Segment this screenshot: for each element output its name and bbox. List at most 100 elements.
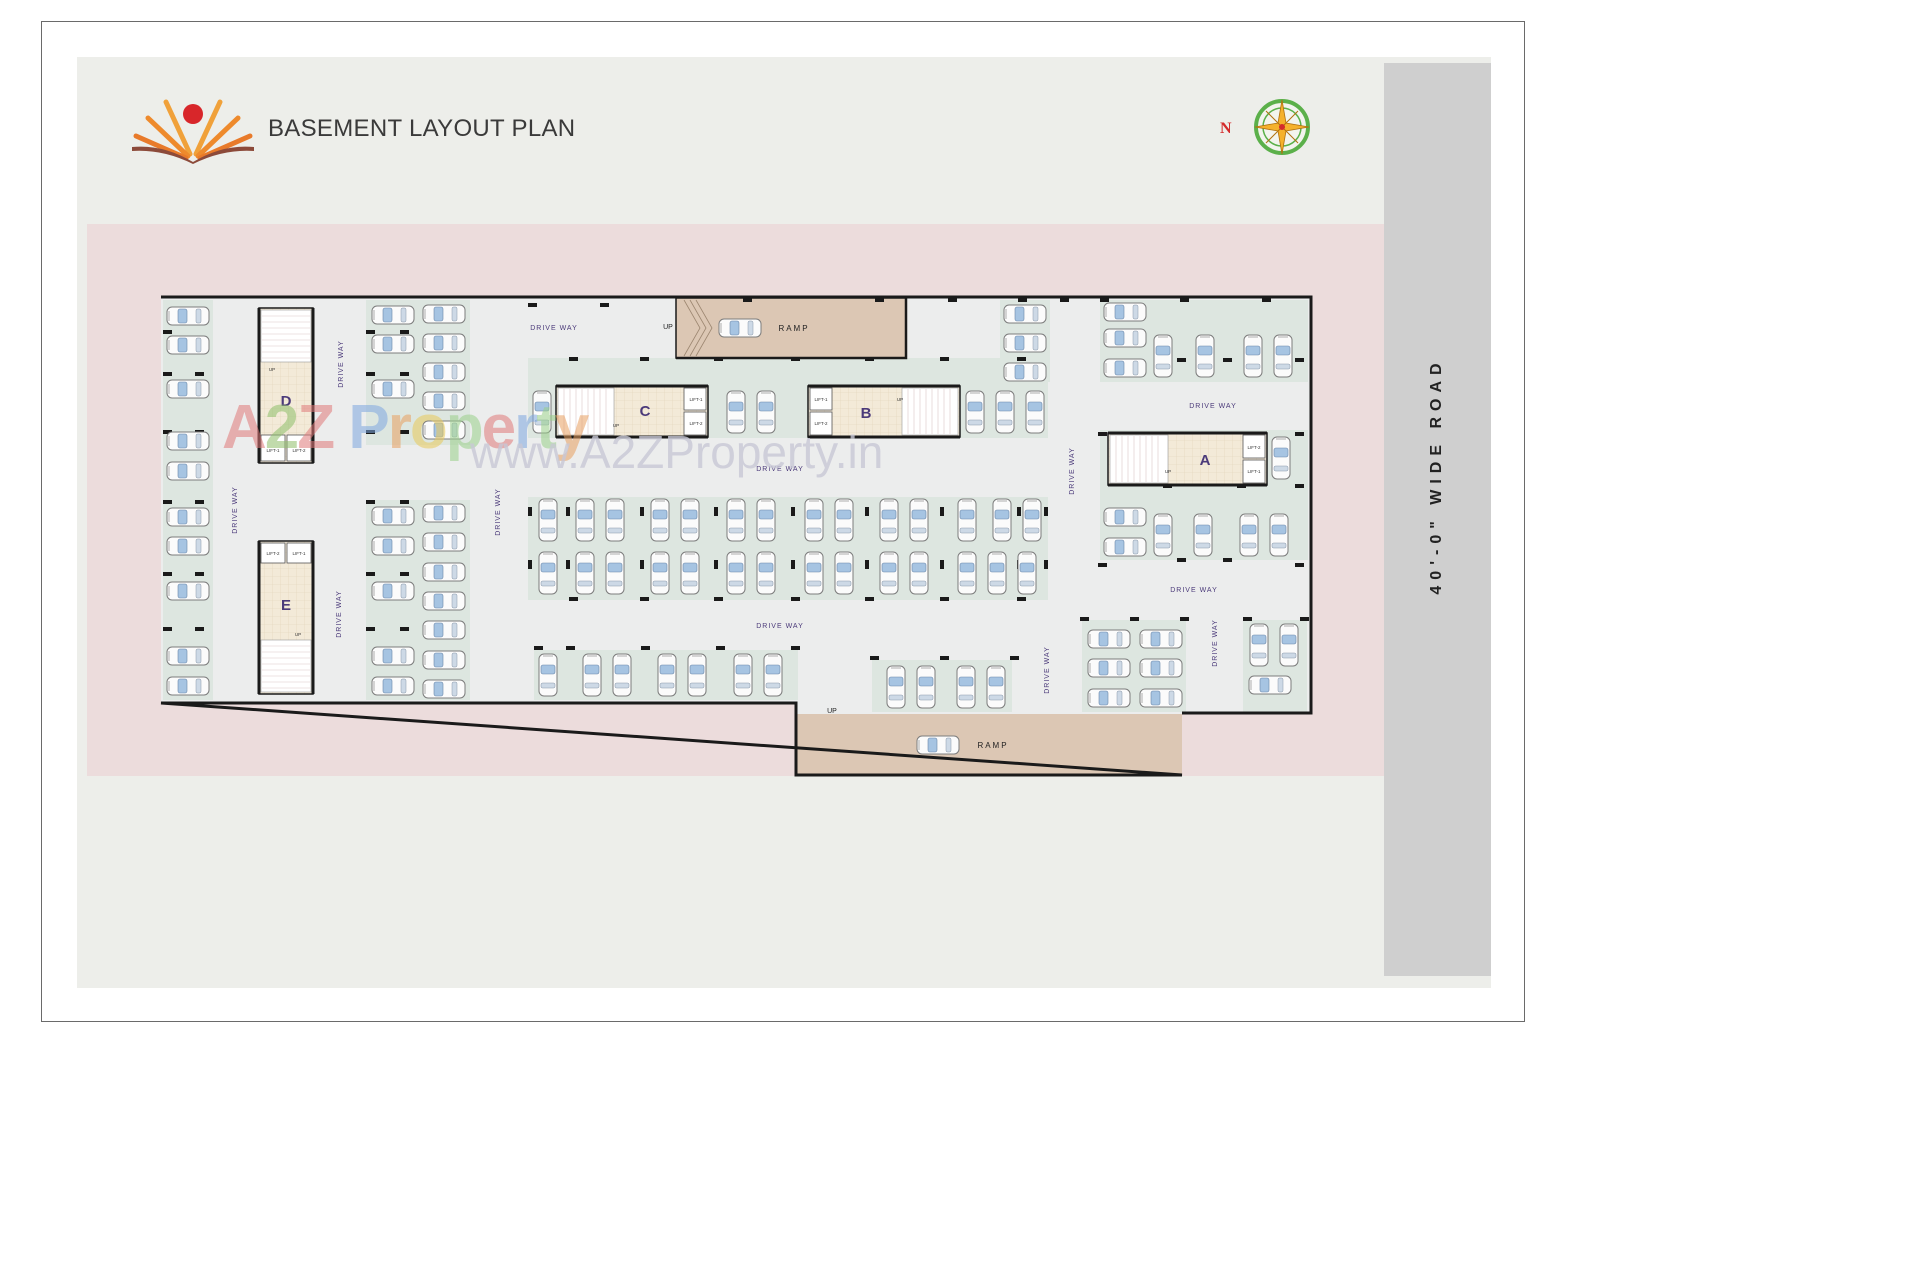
column — [1243, 617, 1252, 621]
parked-car-icon — [804, 551, 824, 595]
column — [743, 298, 752, 302]
svg-text:UP: UP — [897, 397, 903, 402]
column — [1180, 298, 1189, 302]
svg-text:LIFT-1: LIFT-1 — [689, 397, 703, 402]
parked-car-icon — [422, 503, 466, 523]
column — [640, 357, 649, 361]
column — [195, 627, 204, 631]
column — [791, 646, 800, 650]
parked-car-icon — [1025, 390, 1045, 434]
column — [716, 646, 725, 650]
column — [1044, 507, 1048, 516]
column — [163, 330, 172, 334]
parked-car-icon — [1279, 623, 1299, 667]
column — [528, 560, 532, 569]
driveway-label: DRIVE WAY — [1189, 403, 1237, 410]
column — [791, 597, 800, 601]
parked-car-icon — [166, 431, 210, 451]
parked-car-icon — [879, 498, 899, 542]
parked-car-icon — [804, 498, 824, 542]
parked-car-icon — [987, 551, 1007, 595]
parked-car-icon — [909, 498, 929, 542]
driveway-label: DRIVE WAY — [338, 340, 345, 388]
parked-car-icon — [1243, 334, 1263, 378]
parked-car-icon — [1003, 333, 1047, 353]
column — [1223, 558, 1232, 562]
column — [940, 656, 949, 660]
column — [714, 507, 718, 516]
parked-car-icon — [1153, 334, 1173, 378]
column — [163, 627, 172, 631]
column — [865, 597, 874, 601]
core-label-b: B — [861, 405, 872, 422]
parked-car-icon — [1273, 334, 1293, 378]
column — [791, 560, 795, 569]
driveway-label: DRIVE WAY — [756, 466, 804, 473]
column — [400, 627, 409, 631]
parked-car-icon — [422, 620, 466, 640]
driveway-label: DRIVE WAY — [336, 590, 343, 638]
parked-car-icon — [1103, 537, 1147, 557]
ramp-bottom — [797, 714, 1182, 775]
core-label-d: D — [281, 393, 292, 410]
svg-text:LIFT-1: LIFT-1 — [292, 551, 306, 556]
parked-car-icon — [371, 506, 415, 526]
column — [400, 330, 409, 334]
driveway-label: DRIVE WAY — [232, 486, 239, 534]
svg-text:LIFT-2: LIFT-2 — [292, 448, 306, 453]
up-label-bottom: UP — [827, 708, 837, 715]
column — [1295, 432, 1304, 436]
parked-car-icon — [371, 305, 415, 325]
parked-car-icon — [1103, 328, 1147, 348]
column — [195, 500, 204, 504]
column — [865, 507, 869, 516]
parked-car-icon — [992, 498, 1012, 542]
road-strip — [1384, 63, 1491, 976]
column — [940, 357, 949, 361]
svg-text:UP: UP — [295, 632, 301, 637]
column — [1098, 432, 1107, 436]
parked-car-icon — [1249, 623, 1269, 667]
column — [640, 560, 644, 569]
column — [163, 500, 172, 504]
parked-car-icon — [650, 551, 670, 595]
column — [366, 627, 375, 631]
column — [1262, 298, 1271, 302]
parked-car-icon — [1269, 513, 1289, 557]
north-label: N — [1220, 120, 1232, 137]
column — [1098, 563, 1107, 567]
driveway-label: DRIVE WAY — [1212, 619, 1219, 667]
svg-text:LIFT-1: LIFT-1 — [266, 448, 280, 453]
parked-car-icon — [166, 646, 210, 666]
basement-plan: D LIFT-1 LIFT-2 UP E LIFT-2 LIFT-1 UP C … — [87, 224, 1384, 777]
column — [714, 560, 718, 569]
parked-car-icon — [726, 498, 746, 542]
parked-car-icon — [166, 335, 210, 355]
svg-text:UP: UP — [269, 367, 275, 372]
parked-car-icon — [680, 498, 700, 542]
driveway-label: DRIVE WAY — [1170, 587, 1218, 594]
parked-car-icon — [538, 551, 558, 595]
parked-car-icon — [166, 379, 210, 399]
column — [714, 357, 723, 361]
parked-car-icon — [1271, 436, 1291, 480]
parked-car-icon — [166, 581, 210, 601]
column — [1130, 617, 1139, 621]
column — [640, 597, 649, 601]
parked-car-icon — [756, 390, 776, 434]
parked-car-icon — [1087, 688, 1131, 708]
columns — [163, 298, 1309, 660]
column — [1295, 358, 1304, 362]
column — [195, 572, 204, 576]
svg-text:LIFT-1: LIFT-1 — [1247, 469, 1261, 474]
parked-car-icon — [166, 676, 210, 696]
parked-car-icon — [371, 536, 415, 556]
svg-text:LIFT-2: LIFT-2 — [266, 551, 280, 556]
parked-car-icon — [834, 551, 854, 595]
column — [641, 646, 650, 650]
parked-car-icon — [371, 334, 415, 354]
column — [1177, 558, 1186, 562]
parked-car-icon — [575, 551, 595, 595]
core-label-c: C — [640, 403, 651, 420]
core-label-a: A — [1200, 452, 1211, 469]
